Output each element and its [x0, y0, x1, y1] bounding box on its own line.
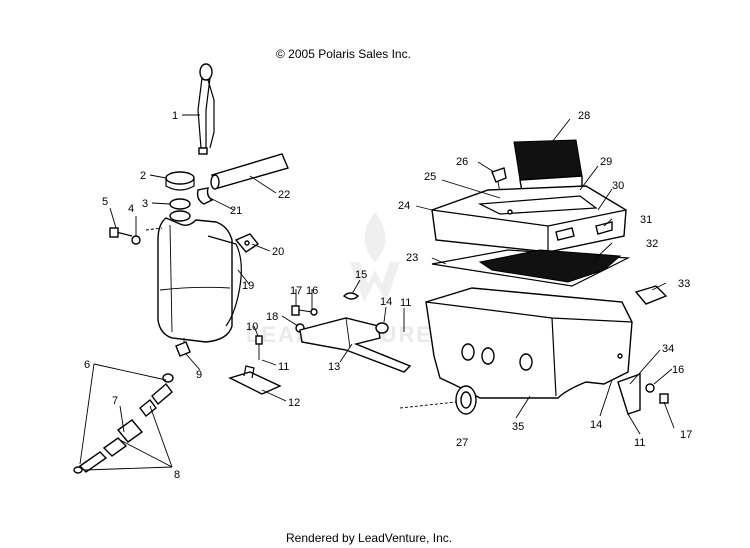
callout-31: 31: [640, 214, 652, 226]
callout-1: 1: [172, 110, 178, 122]
callout-6: 6: [84, 359, 90, 371]
part-side-fitting: [634, 285, 668, 305]
part-grommet: [399, 385, 477, 415]
callout-24: 24: [398, 200, 410, 212]
part-mount-tab: [234, 233, 260, 253]
callout-15: 15: [355, 269, 367, 281]
callout-35: 35: [512, 421, 524, 433]
part-screen: [478, 249, 622, 283]
part-spacer: [375, 322, 389, 334]
callout-13: 13: [328, 361, 340, 373]
callout-34: 34: [662, 343, 674, 355]
callout-10: 10: [246, 321, 258, 333]
part-oil-tank: [145, 217, 242, 343]
callout-23: 23: [406, 252, 418, 264]
callout-21: 21: [230, 205, 242, 217]
callout-17a: 17: [290, 285, 302, 297]
callout-17b: 17: [680, 429, 692, 441]
callout-11a: 11: [278, 361, 289, 373]
part-filler-cap: [165, 171, 195, 191]
callout-28: 28: [578, 110, 590, 122]
part-dipstick: [197, 63, 215, 155]
callout-32: 32: [646, 238, 658, 250]
callout-11c: 11: [634, 437, 645, 449]
part-gasket: [431, 249, 631, 287]
part-filler-neck: [169, 198, 191, 222]
callout-4: 4: [128, 203, 134, 215]
part-airbox-cover: [431, 185, 627, 253]
part-rear-bracket: [617, 373, 669, 415]
part-elbow-fitting: [196, 187, 214, 205]
callout-8: 8: [174, 469, 180, 481]
part-filter-element: [513, 139, 583, 193]
part-bolt-washer: [109, 227, 141, 245]
callout-12: 12: [288, 397, 300, 409]
callout-labels: 1 2 3 4 5 6 7 8 9 10 11 11 11 12 13 14 1…: [84, 110, 692, 481]
part-drain-fitting: [175, 338, 191, 357]
callout-19: 19: [242, 280, 254, 292]
part-support-bracket: [299, 317, 412, 373]
copyright-text: © 2005 Polaris Sales Inc.: [276, 47, 411, 61]
callout-3: 3: [142, 198, 148, 210]
callout-14b: 14: [590, 419, 602, 431]
part-airbox-base: [425, 287, 633, 399]
callout-27: 27: [456, 437, 468, 449]
callout-14a: 14: [380, 296, 392, 308]
callout-30: 30: [612, 180, 624, 192]
callout-26: 26: [456, 156, 468, 168]
leader-lines: [79, 114, 675, 471]
callout-22: 22: [278, 189, 290, 201]
callout-2: 2: [140, 170, 146, 182]
callout-29: 29: [600, 156, 612, 168]
callout-16b: 16: [672, 364, 684, 376]
part-screw: [255, 335, 263, 360]
callout-25: 25: [424, 171, 436, 183]
part-clip: [342, 292, 360, 300]
callout-7: 7: [112, 395, 118, 407]
callout-20: 20: [272, 246, 284, 258]
callout-5: 5: [102, 196, 108, 208]
callout-11b: 11: [400, 297, 411, 309]
part-lower-bracket: [228, 365, 282, 395]
callout-9: 9: [196, 369, 202, 381]
footer-credit: Rendered by LeadVenture, Inc.: [286, 531, 452, 545]
callout-18: 18: [266, 311, 278, 323]
part-vent-hose: [210, 153, 289, 190]
callout-16a: 16: [306, 285, 318, 297]
callout-33: 33: [678, 278, 690, 290]
part-oil-line-assembly: [73, 373, 174, 474]
